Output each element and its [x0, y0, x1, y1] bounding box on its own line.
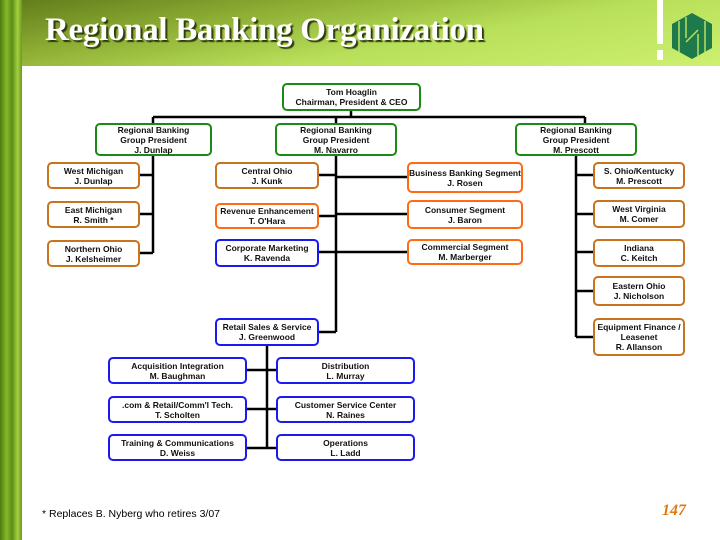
ceo-box[interactable]: Tom Hoaglin Chairman, President & CEO [282, 83, 421, 111]
box-person: D. Weiss [159, 447, 196, 458]
box-person: M. Baughman [149, 370, 206, 381]
box-title: Regional Banking [540, 124, 612, 135]
box-person: M. Marberger [438, 252, 492, 262]
box-title: Regional Banking [300, 124, 372, 135]
box-title: Regional Banking [117, 124, 190, 135]
group-president-prescott[interactable]: Regional Banking Group President M. Pres… [515, 123, 637, 156]
header-divider [657, 50, 663, 60]
box-title: Operations [323, 437, 368, 448]
box-title: Business Banking Segment [409, 167, 521, 178]
box-person: T. O'Hara [248, 216, 286, 226]
footnote: * Replaces B. Nyberg who retires 3/07 [42, 508, 221, 520]
box-title: Group President [302, 134, 370, 145]
box-title: West Virginia [612, 204, 666, 214]
left-accent-bar [0, 0, 22, 540]
box-person: J. Dunlap [134, 144, 173, 155]
box-person: J. Nicholson [613, 291, 665, 301]
box-title: Commercial Segment [421, 242, 509, 252]
box-person: R. Smith * [73, 214, 114, 225]
box-title: Retail Sales & Service [222, 322, 312, 332]
page-number: 147 [662, 502, 686, 519]
box-person: K. Ravenda [243, 253, 291, 263]
bank-logo-icon [672, 13, 712, 59]
box-title: Revenue Enhancement [220, 206, 314, 216]
box-title: S. Ohio/Kentucky [603, 165, 675, 176]
box-person: J. Greenwood [238, 332, 296, 342]
box-title: Customer Service Center [294, 399, 397, 410]
box-title: Consumer Segment [424, 204, 506, 215]
box-person: J. Rosen [447, 177, 483, 188]
box-person: T. Scholten [155, 409, 200, 420]
box-person: R. Allanson [615, 342, 663, 352]
box-title: Leasenet [620, 332, 658, 342]
unit-com-retail-tech[interactable]: .com & Retail/Comm'l Tech.T. Scholten [108, 396, 247, 423]
box-title: Group President [542, 134, 610, 145]
box-title: Central Ohio [241, 165, 293, 176]
group-president-navarro[interactable]: Regional Banking Group President M. Nava… [275, 123, 397, 156]
group-president-dunlap[interactable]: Regional Banking Group President J. Dunl… [95, 123, 212, 156]
box-title: Acquisition Integration [131, 360, 224, 371]
box-person: J. Kunk [251, 175, 283, 186]
box-person: M. Prescott [616, 175, 662, 186]
box-title: West Michigan [63, 165, 124, 176]
box-title: Indiana [624, 243, 654, 253]
box-person: M. Navarro [314, 144, 358, 155]
box-title: Distribution [321, 360, 370, 371]
box-person: L. Murray [326, 370, 365, 381]
box-title: Northern Ohio [64, 243, 123, 254]
box-person: N. Raines [326, 409, 365, 420]
slide-title: Regional Banking Organization [45, 12, 484, 48]
box-title: Corporate Marketing [225, 243, 309, 253]
header-divider [657, 0, 663, 44]
box-title: Equipment Finance / [597, 322, 681, 332]
box-person: M. Comer [619, 214, 659, 224]
box-title: Eastern Ohio [612, 281, 666, 291]
box-person: J. Baron [447, 214, 482, 225]
box-person: L. Ladd [330, 447, 361, 458]
box-title: East Michigan [64, 204, 123, 215]
box-title: Group President [120, 134, 187, 145]
box-person: M. Prescott [553, 144, 599, 155]
ceo-role: Chairman, President & CEO [295, 97, 408, 107]
header-band [0, 0, 720, 66]
ceo-name: Tom Hoaglin [326, 87, 377, 97]
box-person: J. Kelsheimer [65, 253, 122, 264]
box-title: .com & Retail/Comm'l Tech. [122, 399, 233, 410]
box-person: C. Keitch [620, 253, 658, 263]
box-person: J. Dunlap [74, 175, 113, 186]
box-title: Training & Communications [121, 437, 234, 448]
